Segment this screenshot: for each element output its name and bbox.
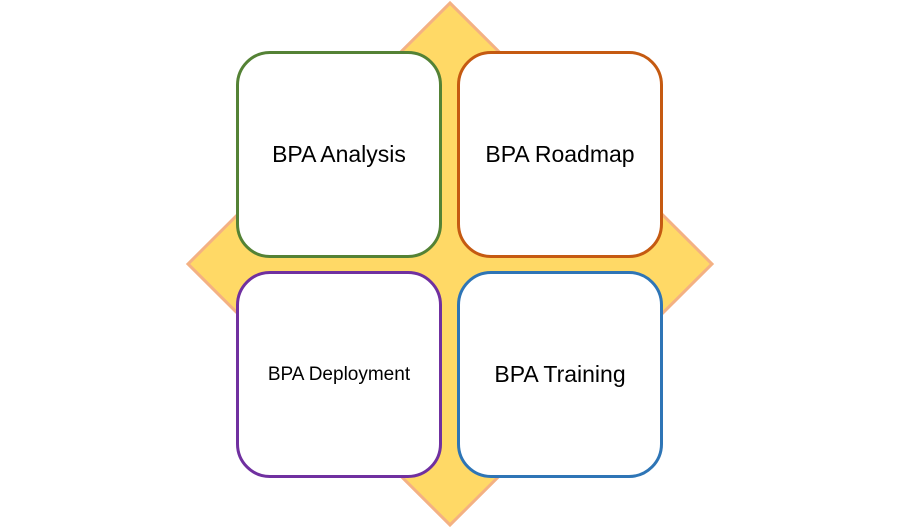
bpa-analysis-label: BPA Analysis [272,141,406,167]
bpa-deployment-box: BPA Deployment [236,271,442,478]
bpa-training-label: BPA Training [494,361,626,387]
bpa-roadmap-label: BPA Roadmap [485,141,635,167]
bpa-deployment-label: BPA Deployment [267,363,411,385]
bpa-roadmap-box: BPA Roadmap [457,51,663,258]
bpa-analysis-box: BPA Analysis [236,51,442,258]
bpa-training-box: BPA Training [457,271,663,478]
